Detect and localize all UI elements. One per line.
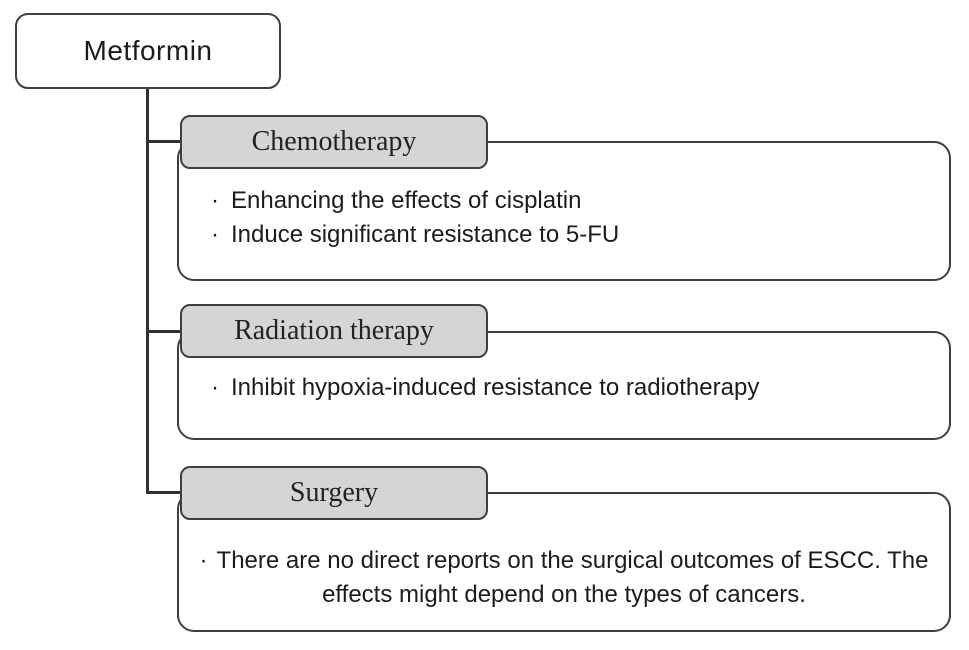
root-node-metformin: Metformin [15,13,281,89]
connector-branch-chemotherapy [146,140,180,143]
bullet-text: Inhibit hypoxia-induced resistance to ra… [231,374,760,401]
header-tab-label: Chemotherapy [251,126,417,157]
chemotherapy-bullet-list: · Enhancing the effects of cisplatin · Ind… [179,143,949,252]
header-tab-surgery: Surgery [180,466,488,520]
bullet-text: Enhancing the effects of cisplatin [231,187,582,214]
bullet-dot-icon: · [211,187,219,214]
header-tab-radiation-therapy: Radiation therapy [180,304,488,358]
header-tab-label: Surgery [289,477,379,508]
bullet-item: · Enhancing the effects of cisplatin [211,184,931,218]
bullet-item: · Inhibit hypoxia-induced resistance to r… [211,371,931,405]
bullet-text: There are no direct reports on the surgi… [216,547,929,608]
content-box-surgery: · There are no direct reports on the surg… [177,492,951,632]
bullet-dot-icon: · [211,374,219,401]
radiation-therapy-bullet-list: · Inhibit hypoxia-induced resistance to r… [179,333,949,405]
connector-trunk-line [146,89,149,493]
bullet-dot-icon: · [211,221,219,248]
connector-branch-surgery [146,491,180,494]
root-node-label: Metformin [83,35,213,66]
header-tab-chemotherapy: Chemotherapy [180,115,488,169]
surgery-bullet-list: · There are no direct reports on the surg… [179,494,949,612]
bullet-dot-icon: · [199,547,208,574]
bullet-item: · Induce significant resistance to 5-FU [211,218,931,252]
bullet-text: Induce significant resistance to 5-FU [231,221,620,248]
connector-branch-radiation-therapy [146,330,180,333]
bullet-item: · There are no direct reports on the surg… [193,544,935,612]
header-tab-label: Radiation therapy [234,315,434,346]
